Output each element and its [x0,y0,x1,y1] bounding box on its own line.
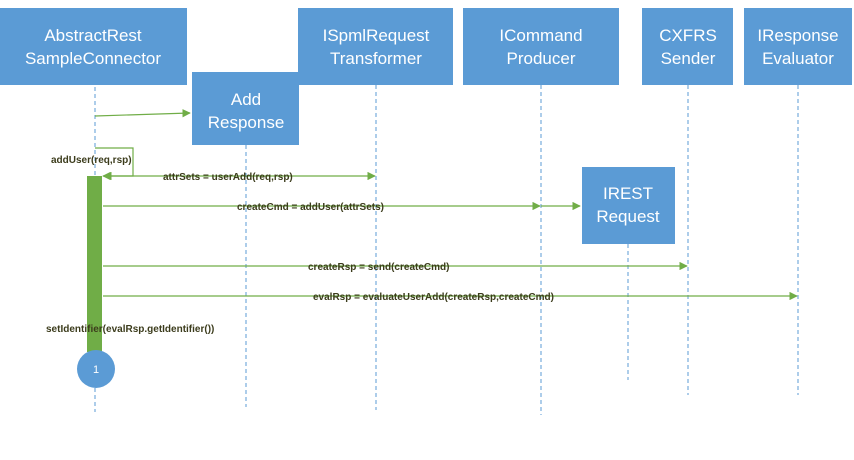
participant-iresponse-evaluator: IResponse Evaluator [744,8,852,85]
sequence-marker: 1 [77,350,115,388]
participant-label-line1: IREST [603,184,653,203]
participant-label-line2: Request [596,207,660,226]
message-create-rsp: createRsp = send(createCmd) [308,262,449,273]
message-eval-rsp: evalRsp = evaluateUserAdd(createRsp,crea… [313,292,554,303]
sequence-marker-label: 1 [93,364,99,376]
participant-label-line1: ICommand [499,26,582,45]
participant-label-line2: Sender [661,49,716,68]
participant-label-line2: Evaluator [762,49,834,68]
message-set-identifier: setIdentifier(evalRsp.getIdentifier()) [46,324,214,335]
message-attr-sets: attrSets = userAdd(req,rsp) [163,172,293,183]
message-create-cmd: createCmd = addUser(attrSets) [237,202,384,213]
participant-label-line2: Response [208,113,285,132]
participant-label-line1: Add [231,90,261,109]
participant-cxfrs-sender: CXFRS Sender [642,8,733,85]
participant-ispml-transformer: ISpmlRequest Transformer [298,8,453,85]
participant-icommand-producer: ICommand Producer [463,8,619,85]
participant-label-line2: SampleConnector [25,49,161,68]
participant-label-line1: IResponse [757,26,838,45]
participant-irest-request: IREST Request [582,167,675,244]
participant-label-line1: AbstractRest [44,26,142,45]
create-add-response-arrow [94,109,191,118]
activation-bar [87,176,102,352]
participant-abstract-rest: AbstractRest SampleConnector [0,8,187,85]
message-add-user: addUser(req,rsp) [51,155,132,166]
participant-add-response: Add Response [192,72,299,145]
participant-label-line2: Transformer [330,49,422,68]
participant-label-line1: CXFRS [659,26,717,45]
participant-label-line2: Producer [507,49,576,68]
participant-label-line1: ISpmlRequest [323,26,430,45]
